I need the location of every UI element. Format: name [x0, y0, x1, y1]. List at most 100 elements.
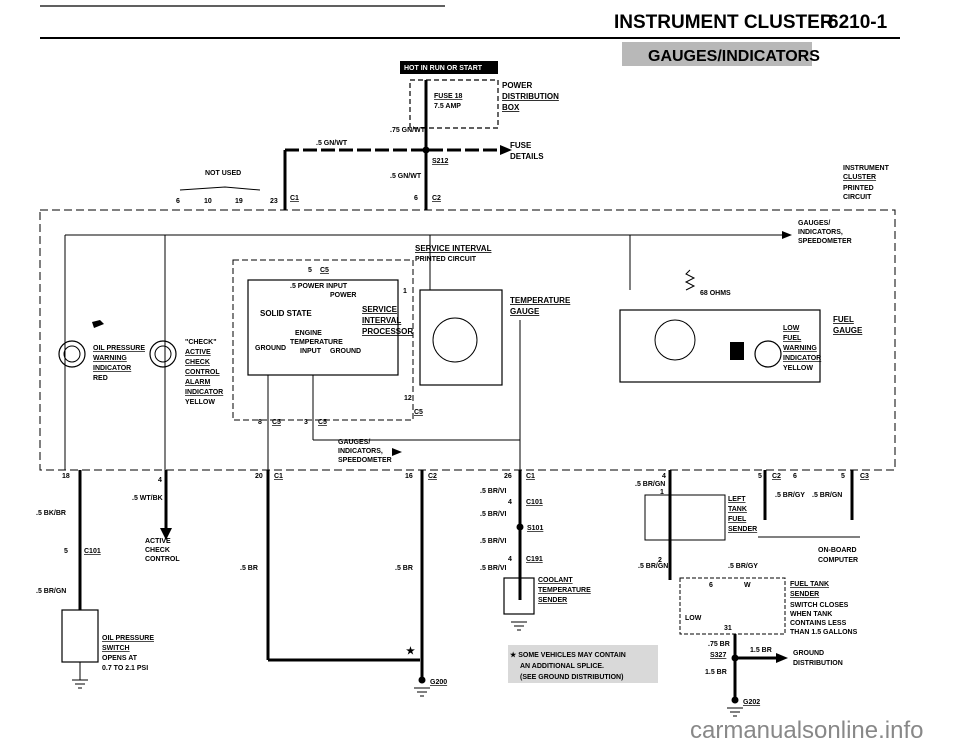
oil-switch-3: OPENS AT: [102, 655, 138, 662]
temp-gauge-2: GAUGE: [510, 307, 540, 316]
cluster-label-1: INSTRUMENT: [843, 165, 890, 172]
fuse-details-2: DETAILS: [510, 152, 544, 161]
ground-icon: [414, 687, 430, 697]
fuse-details-1: FUSE: [510, 141, 532, 150]
wire-15br-b: 1.5 BR: [705, 669, 727, 676]
splice-dot: [418, 676, 426, 684]
service-pin-3: 3: [304, 419, 308, 426]
sip-2: INTERVAL: [362, 316, 401, 325]
service-interval-boundary: [232, 259, 414, 421]
check-5: ALARM: [185, 379, 210, 386]
ground-label: GROUND: [255, 345, 286, 352]
wire-bkbr: .5 BK/BR: [36, 510, 66, 517]
left-pin-18: 18: [62, 473, 70, 480]
fuel-conn-c2: C2: [772, 473, 781, 480]
on-board-1: ON-BOARD: [818, 547, 857, 554]
arrow-icon: [160, 528, 172, 540]
temp-pin-26: 26: [504, 473, 512, 480]
wire-75br: .75 BR: [708, 641, 730, 648]
service-conn-c5: C5: [320, 267, 329, 274]
conn-c1-top: C1: [290, 195, 299, 202]
mid-pin-20: 20: [255, 473, 263, 480]
fuel-pin-1: 1: [660, 489, 664, 496]
mid-pin-16: 16: [405, 473, 413, 480]
left-tank-4: SENDER: [728, 526, 757, 533]
cluster-label-3: PRINTED: [843, 185, 874, 192]
wire-brvi-d: .5 BR/VI: [480, 565, 507, 572]
pin-19: 19: [235, 198, 243, 205]
fuel-tank-6: THAN 1.5 GALLONS: [790, 629, 858, 636]
oil-warning-lamp-inner: [63, 345, 81, 363]
fuel-pin-6b: 6: [709, 582, 713, 589]
low-fuel-lamp-icon: [754, 340, 782, 368]
wire-brvi-c: .5 BR/VI: [480, 538, 507, 545]
fuel-gauge-2: GAUGE: [833, 326, 863, 335]
temp-pin-4a: 4: [508, 499, 512, 506]
mid-conn-c2: C2: [428, 473, 437, 480]
coolant-sender-2: TEMPERATURE: [538, 587, 591, 594]
oil-switch-1: OIL PRESSURE: [102, 635, 154, 642]
fuse-amp: 7.5 AMP: [434, 103, 461, 110]
splice-note-3: (SEE GROUND DISTRIBUTION): [520, 674, 623, 681]
fuel-tank-4: WHEN TANK: [790, 611, 832, 618]
fuel-pin-2: 2: [658, 557, 662, 564]
sip-3: PROCESSOR: [362, 327, 413, 336]
wire-brgy: .5 BR/GY: [775, 492, 805, 499]
power-dist-2: DISTRIBUTION: [502, 92, 559, 101]
service-conn-c5-d: C5: [318, 419, 327, 426]
power-dist-1: POWER: [502, 81, 532, 90]
wire-075-gnwt: .75 GN/WT: [390, 127, 426, 134]
arrow-icon: [500, 145, 512, 155]
power-tag-bg: [400, 61, 498, 74]
service-subtitle: PRINTED CIRCUIT: [415, 256, 477, 263]
check-lamp-icon: [149, 340, 177, 368]
temp-conn-c191: C191: [526, 556, 543, 563]
wire-br-b: .5 BR: [395, 565, 413, 572]
left-tank-3: FUEL: [728, 516, 747, 523]
wire-br-a: .5 BR: [240, 565, 258, 572]
wire-brvi-b: .5 BR/VI: [480, 511, 507, 518]
left-pin-5: 5: [64, 548, 68, 555]
fuel-pin-4: 4: [662, 473, 666, 480]
acc-2: CHECK: [145, 547, 170, 554]
check-4: CONTROL: [185, 369, 220, 376]
sip-1: SERVICE: [362, 305, 398, 314]
fuel-pin-5b: 5: [841, 473, 845, 480]
wire-brgn-a: .5 BR/GN: [635, 481, 665, 488]
fuel-tank-5: CONTAINS LESS: [790, 620, 847, 627]
page-title: INSTRUMENT CLUSTER: [614, 12, 834, 33]
pin-23: 23: [270, 198, 278, 205]
service-gauges-1: GAUGES/: [338, 439, 370, 446]
splice-s101: S101: [527, 525, 543, 532]
fuse-label: FUSE 18: [434, 93, 463, 100]
wire-brgn: .5 BR/GN: [36, 588, 66, 595]
fuel-tank-1: FUEL TANK: [790, 581, 829, 588]
ground-icon: [511, 621, 527, 631]
check-1: "CHECK": [185, 339, 217, 346]
power-tag: HOT IN RUN OR START: [404, 65, 483, 72]
not-used-label: NOT USED: [205, 170, 241, 177]
ground-icon: [727, 707, 743, 717]
pin-10: 10: [204, 198, 212, 205]
low-fuel-1: LOW: [783, 325, 800, 332]
service-pin-5: 5: [308, 267, 312, 274]
section-banner: GAUGES/INDICATORS: [648, 48, 820, 65]
left-tank-sender-box: [644, 494, 726, 541]
ground-dist-1: GROUND: [793, 650, 824, 657]
cluster-gauges-1: GAUGES/: [798, 220, 830, 227]
splice-note-1: ★ SOME VEHICLES MAY CONTAIN: [510, 651, 626, 659]
power-dist-3: BOX: [502, 103, 520, 112]
service-gauges-3: SPEEDOMETER: [338, 457, 392, 464]
solid-state-box: [247, 279, 399, 376]
wire-05-gnwt-a: .5 GN/WT: [316, 140, 348, 147]
temp-gauge-1: TEMPERATURE: [510, 296, 571, 305]
left-tank-2: TANK: [728, 506, 747, 513]
fuel-tank-3: SWITCH CLOSES: [790, 602, 849, 609]
left-pin-4: 4: [158, 477, 162, 484]
ground-g202: G202: [743, 699, 760, 706]
fuel-pin-w: W: [744, 582, 751, 589]
check-2: ACTIVE: [185, 349, 211, 356]
oil-indicator-2: WARNING: [93, 355, 127, 362]
pin-6b: 6: [414, 195, 418, 202]
low-word: LOW: [685, 615, 702, 622]
